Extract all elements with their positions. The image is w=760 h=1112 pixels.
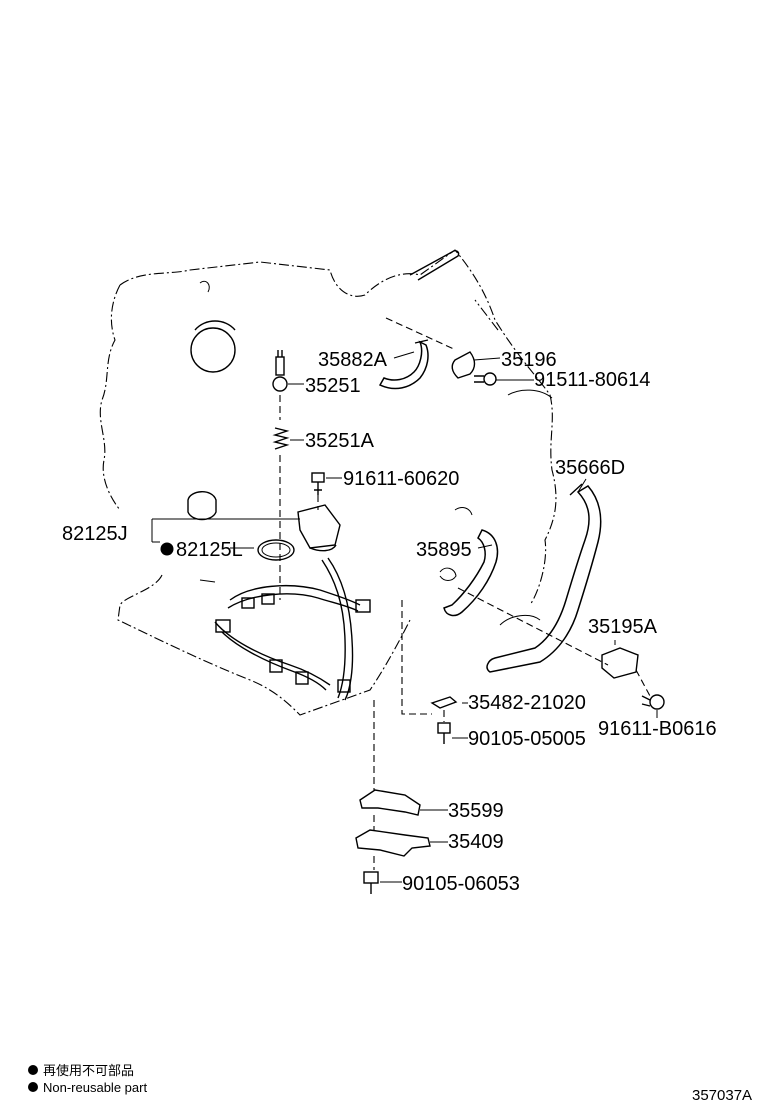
part-labels: 35882A 35196 35251 91511-80614 35251A 91…: [62, 349, 717, 895]
label-35882A: 35882A: [318, 349, 388, 371]
leader-lines: [151, 317, 658, 883]
label-82125L: 82125L: [176, 539, 243, 561]
label-35666D: 35666D: [555, 457, 625, 479]
legend-line-1: 再使用不可部品: [43, 1063, 134, 1078]
non-reusable-marker: [160, 542, 174, 556]
legend: 再使用不可部品 Non-reusable part: [28, 1063, 147, 1095]
legend-marker-1: [28, 1065, 38, 1075]
label-35409: 35409: [448, 831, 504, 853]
label-35251A: 35251A: [305, 430, 375, 452]
figure-code: 357037A: [692, 1087, 752, 1104]
transmission-housing: [99, 249, 557, 716]
label-91611-B0616: 91611-B0616: [598, 718, 717, 740]
label-90105-06053: 90105-06053: [402, 873, 520, 895]
label-35196: 35196: [501, 349, 557, 371]
label-90105-05005: 90105-05005: [468, 728, 586, 750]
legend-marker-2: [28, 1082, 38, 1092]
label-35599: 35599: [448, 800, 504, 822]
label-82125J: 82125J: [62, 523, 128, 545]
label-91511-80614: 91511-80614: [534, 369, 650, 391]
label-35251: 35251: [305, 375, 361, 397]
label-35195A: 35195A: [588, 616, 658, 638]
label-91611-60620: 91611-60620: [343, 468, 459, 490]
label-35895: 35895: [416, 539, 472, 561]
legend-line-2: Non-reusable part: [43, 1080, 147, 1095]
part-geometry: [214, 339, 665, 894]
label-35482-21020: 35482-21020: [468, 692, 586, 714]
